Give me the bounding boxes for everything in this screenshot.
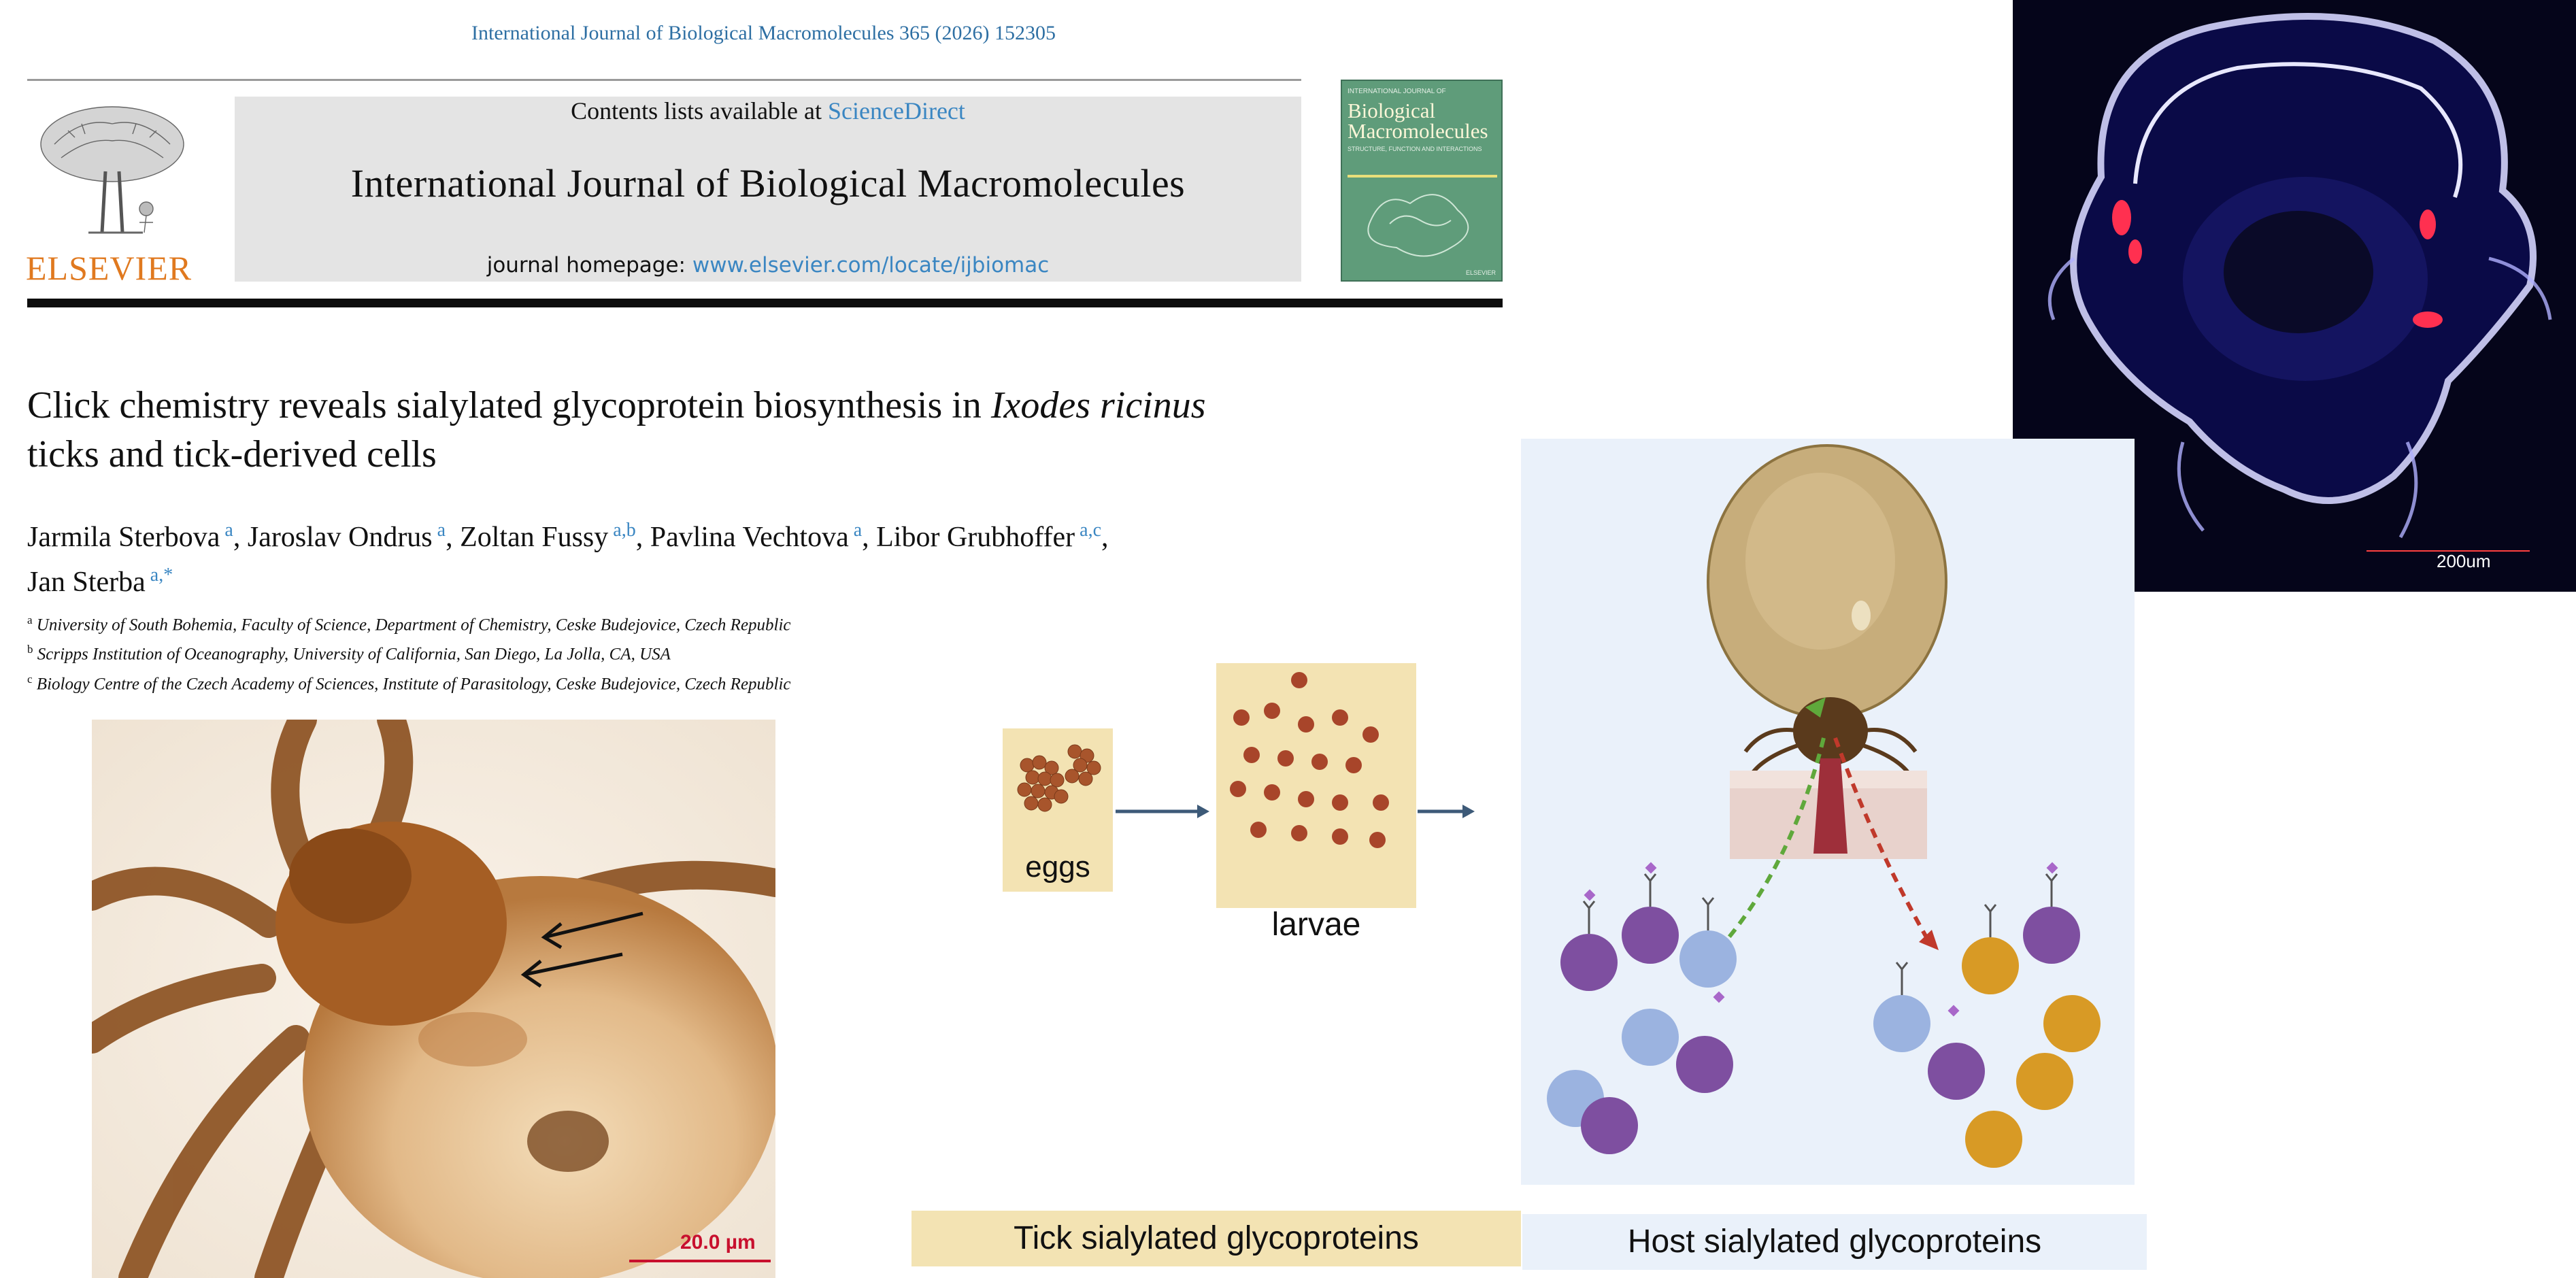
author[interactable]: Pavlina Vechtova a [650,520,863,553]
journal-title: International Journal of Biological Macr… [350,161,1186,205]
micrograph-scale-label: 20.0 µm [680,1231,756,1254]
egg-cluster [1017,744,1101,812]
author[interactable]: Zoltan Fussy a,b [460,520,636,553]
author-separator: , [233,522,248,553]
affiliation-key: b [27,643,33,656]
larvae-cluster [1230,672,1389,848]
elsevier-wordmark[interactable]: ELSEVIER [26,249,193,287]
homepage-link[interactable]: www.elsevier.com/locate/ijbiomac [692,253,1050,278]
author-affiliation-mark[interactable]: a,b [608,520,636,541]
homepage-prefix: journal homepage: [486,253,692,278]
affiliation-list: a University of South Bohemia, Faculty o… [27,608,952,696]
author-name[interactable]: Libor Grubhoffer [876,522,1075,553]
author-separator: , [635,522,650,553]
author-name[interactable]: Jarmila Sterbova [27,522,220,553]
contents-line: Contents lists available at ScienceDirec… [235,97,1301,125]
feeding-tick-graphic [1521,439,2135,1185]
affiliation: c Biology Centre of the Czech Academy of… [27,667,952,696]
cover-publisher: ELSEVIER [1465,269,1496,276]
author-separator: , [862,522,877,553]
affiliation-key: c [27,672,33,686]
author-separator: , [1101,522,1109,553]
host-glycoproteins [1873,907,2101,1168]
author[interactable]: Jarmila Sterbova a [27,520,233,553]
affiliation-text: Biology Centre of the Czech Academy of S… [32,674,791,693]
affiliation-key: a [27,613,33,626]
author-affiliation-mark[interactable]: a [432,520,446,541]
eggs-label: eggs [1025,850,1090,884]
journal-reference[interactable]: International Journal of Biological Macr… [471,22,1056,44]
elsevier-tree-logo [40,106,184,234]
cover-top-text: INTERNATIONAL JOURNAL OF [1348,88,1446,95]
journal-cover[interactable]: INTERNATIONAL JOURNAL OF Biological Macr… [1341,80,1503,282]
author-name[interactable]: Jaroslav Ondrus [247,522,433,553]
tick-micrograph [92,720,775,1278]
affiliation-text: Scripps Institution of Oceanography, Uni… [33,645,671,664]
confocal-scale-label: 200um [2437,551,2491,571]
author[interactable]: Jan Sterba a,* [27,565,173,598]
journal-banner [235,97,1301,282]
header-thick-rule [27,299,1503,307]
title-species: Ixodes ricinus [990,384,1206,426]
author[interactable]: Libor Grubhoffer a,c [876,520,1101,553]
cover-band [1348,175,1497,178]
author-name[interactable]: Zoltan Fussy [460,522,609,553]
sciencedirect-link[interactable]: ScienceDirect [828,97,965,124]
eggs-box [1003,728,1113,892]
affiliation: b Scripps Institution of Oceanography, U… [27,637,952,667]
article-title: Click chemistry reveals sialylated glyco… [27,381,1340,479]
affiliation: a University of South Bohemia, Faculty o… [27,608,952,637]
author-separator: , [446,522,461,553]
homepage-line: journal homepage: www.elsevier.com/locat… [235,253,1301,278]
author-name[interactable]: Pavlina Vechtova [650,522,849,553]
contents-prefix: Contents lists available at [571,97,829,124]
author-name[interactable]: Jan Sterba [27,567,146,598]
header-divider [27,79,1301,81]
tick-glycoproteins [1547,907,1737,1154]
author-affiliation-mark[interactable]: a [220,520,233,541]
tick-glycoproteins-label: Tick sialylated glycoproteins [911,1211,1521,1266]
larvae-label: larvae [1271,907,1361,943]
cover-title: Biological Macromolecules [1348,99,1488,143]
affiliation-text: University of South Bohemia, Faculty of … [32,616,791,635]
author-affiliation-mark[interactable]: a,c [1075,520,1101,541]
cover-subtitle: STRUCTURE, FUNCTION AND INTERACTIONS [1348,146,1482,152]
host-glycoproteins-label: Host sialylated glycoproteins [1522,1214,2147,1270]
cover-protein-illustration [1367,194,1469,257]
author-affiliation-mark[interactable]: a [848,520,863,541]
title-part-1: Click chemistry reveals sialylated glyco… [27,384,991,426]
title-part-2: ticks and tick-derived cells [27,433,437,475]
author-list: Jarmila Sterbova a, Jaroslav Ondrus a, Z… [27,511,1340,601]
author[interactable]: Jaroslav Ondrus a [247,520,446,553]
author-affiliation-mark[interactable]: a,* [145,565,173,586]
lifecycle-diagram [1003,663,1475,908]
larvae-box [1216,663,1416,908]
